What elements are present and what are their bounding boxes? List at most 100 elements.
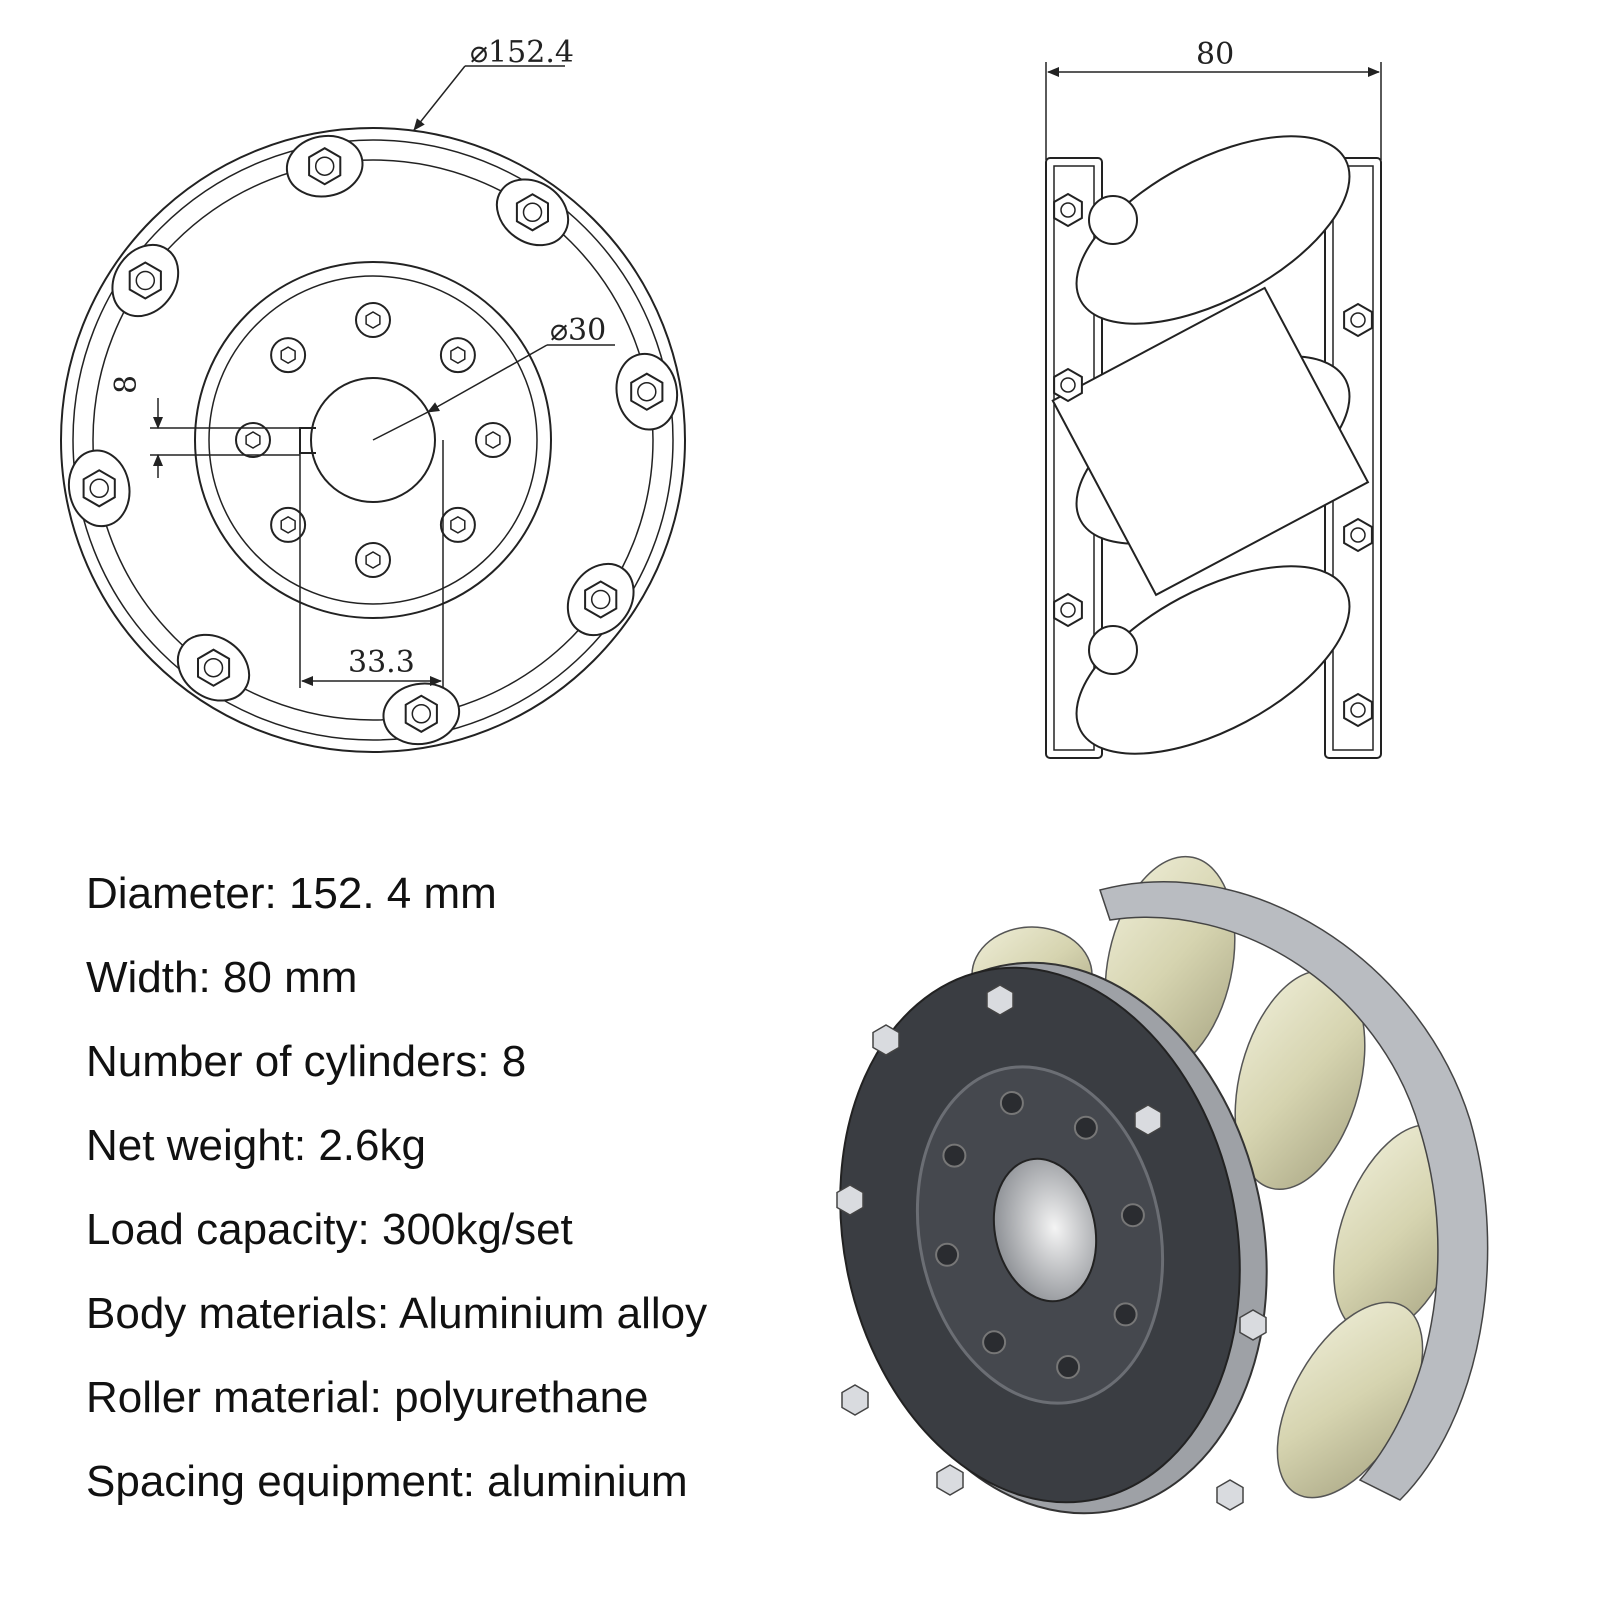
rim-bolt-nut bbox=[197, 648, 231, 687]
hub-outer-circle bbox=[194, 261, 552, 619]
width-label: 80 bbox=[1196, 37, 1234, 72]
spec-list: Diameter: 152. 4 mm Width: 80 mm Number … bbox=[86, 862, 707, 1534]
rim-bolt-nut bbox=[308, 147, 342, 186]
bore-diameter-extension bbox=[372, 411, 429, 441]
hub-bolt bbox=[439, 337, 476, 374]
rim-bolt-head bbox=[637, 381, 657, 402]
render-rim-bolt bbox=[986, 984, 1014, 1016]
side-bolt bbox=[1053, 592, 1083, 628]
rim-bolt-nut bbox=[584, 580, 618, 619]
hub-bolt-socket bbox=[245, 431, 261, 449]
spec-roller-material: Roller material: polyurethane bbox=[86, 1373, 649, 1422]
render-rim-bolt bbox=[841, 1384, 869, 1416]
keyway bbox=[299, 427, 316, 454]
spec-body-material: Body materials: Aluminium alloy bbox=[86, 1289, 708, 1338]
side-bolt-head bbox=[1060, 377, 1076, 393]
side-bolts bbox=[1053, 192, 1373, 728]
render-hub-hole bbox=[942, 1143, 967, 1168]
rim-bolt-head bbox=[135, 270, 156, 291]
rim-bolt-head bbox=[314, 156, 335, 176]
spec-load-capacity: Load capacity: 300kg/set bbox=[86, 1205, 573, 1254]
hub-bolt-socket bbox=[450, 346, 466, 364]
plate-ring bbox=[92, 159, 654, 721]
spec-cylinders: Number of cylinders: 8 bbox=[86, 1037, 527, 1086]
side-bolt-head bbox=[1060, 202, 1076, 218]
side-bolt bbox=[1053, 367, 1083, 403]
rim-bolt-head bbox=[411, 704, 432, 724]
spec-diameter: Diameter: 152. 4 mm bbox=[86, 869, 497, 918]
hub-bolt bbox=[270, 506, 307, 543]
side-roller-center bbox=[1051, 286, 1370, 597]
render-rim-bolt bbox=[1239, 1309, 1267, 1341]
rim-bolts bbox=[67, 134, 679, 746]
spec-spacing-equipment: Spacing equipment: aluminium bbox=[86, 1457, 688, 1506]
hub-bolt bbox=[270, 337, 307, 374]
spec-net-weight: Net weight: 2.6kg bbox=[86, 1121, 426, 1170]
spec-width: Width: 80 mm bbox=[86, 953, 358, 1002]
bore-circle bbox=[310, 377, 436, 503]
hub-bolt bbox=[475, 422, 511, 458]
hub-bolt-socket bbox=[485, 431, 501, 449]
hub-bolt bbox=[235, 422, 271, 458]
render-hub-hole bbox=[982, 1330, 1007, 1355]
hub-bolt bbox=[439, 506, 476, 543]
render-hub-holes bbox=[935, 1091, 1145, 1379]
keyway-label: 8 bbox=[109, 375, 144, 394]
render-rim-bolts bbox=[836, 984, 1267, 1511]
rim-bolt-nut bbox=[515, 193, 549, 232]
side-bolt-head bbox=[1350, 527, 1366, 543]
rim-bolt-head bbox=[89, 478, 109, 499]
hub-bolt-socket bbox=[450, 516, 466, 534]
side-view: 80 bbox=[1045, 37, 1382, 759]
render-bore bbox=[992, 1157, 1098, 1303]
bore-diameter-label: ⌀30 bbox=[550, 313, 606, 348]
render-back-rim bbox=[1099, 881, 1489, 1501]
render-hub-hole bbox=[1073, 1115, 1098, 1140]
rim-bolt-head bbox=[522, 202, 543, 223]
front-view: ⌀152.4 ⌀30 8 33.3 bbox=[60, 35, 686, 753]
render-hub-hole bbox=[1113, 1302, 1138, 1327]
side-bolt bbox=[1053, 192, 1083, 228]
rim-bolt-head bbox=[590, 589, 611, 610]
rim-bolt-nut bbox=[128, 261, 162, 300]
rim-bolt-head bbox=[203, 657, 224, 678]
side-bolt-head bbox=[1350, 702, 1366, 718]
rim-bolt-nut bbox=[404, 694, 438, 733]
bore-span-label: 33.3 bbox=[348, 645, 415, 680]
hub-bolts bbox=[235, 302, 511, 578]
render-hub-hole bbox=[1120, 1203, 1145, 1228]
wheel-render bbox=[836, 855, 1489, 1515]
hub-bolt-socket bbox=[365, 551, 381, 569]
side-roller-bearing bbox=[1088, 195, 1138, 245]
side-bolt bbox=[1343, 302, 1373, 338]
hub-bolt-socket bbox=[280, 346, 296, 364]
render-hub-hole bbox=[935, 1242, 960, 1267]
render-rim-bolt bbox=[1216, 1479, 1244, 1511]
hub-inner-circle bbox=[208, 275, 538, 605]
outer-diameter-leader bbox=[413, 65, 466, 131]
hub-bolt-socket bbox=[280, 516, 296, 534]
hub-bolt bbox=[355, 302, 391, 338]
side-bolt bbox=[1343, 692, 1373, 728]
render-rim-bolt bbox=[936, 1464, 964, 1496]
render-rim-bolt bbox=[872, 1024, 900, 1056]
hub-bolt bbox=[355, 542, 391, 578]
rim-bolt-nut bbox=[630, 372, 664, 411]
render-hub-hole bbox=[1056, 1355, 1081, 1379]
side-rollers bbox=[1051, 135, 1370, 755]
rim-bolt-nut bbox=[82, 469, 116, 508]
render-hub-hole bbox=[999, 1091, 1024, 1115]
render-rim-bolt bbox=[1134, 1104, 1162, 1136]
hub-bolt-socket bbox=[365, 311, 381, 329]
outer-diameter-label: ⌀152.4 bbox=[470, 35, 574, 70]
render-rim-bolt bbox=[836, 1184, 864, 1216]
side-roller-bearing bbox=[1088, 625, 1138, 675]
wheel-outer-rim bbox=[60, 127, 686, 753]
side-roller bbox=[1075, 135, 1351, 325]
bore-diameter-leader bbox=[427, 344, 548, 413]
side-roller bbox=[1075, 565, 1351, 755]
side-bolt bbox=[1343, 517, 1373, 553]
side-bolt-head bbox=[1060, 602, 1076, 618]
wheel-inner-rim bbox=[72, 139, 674, 741]
